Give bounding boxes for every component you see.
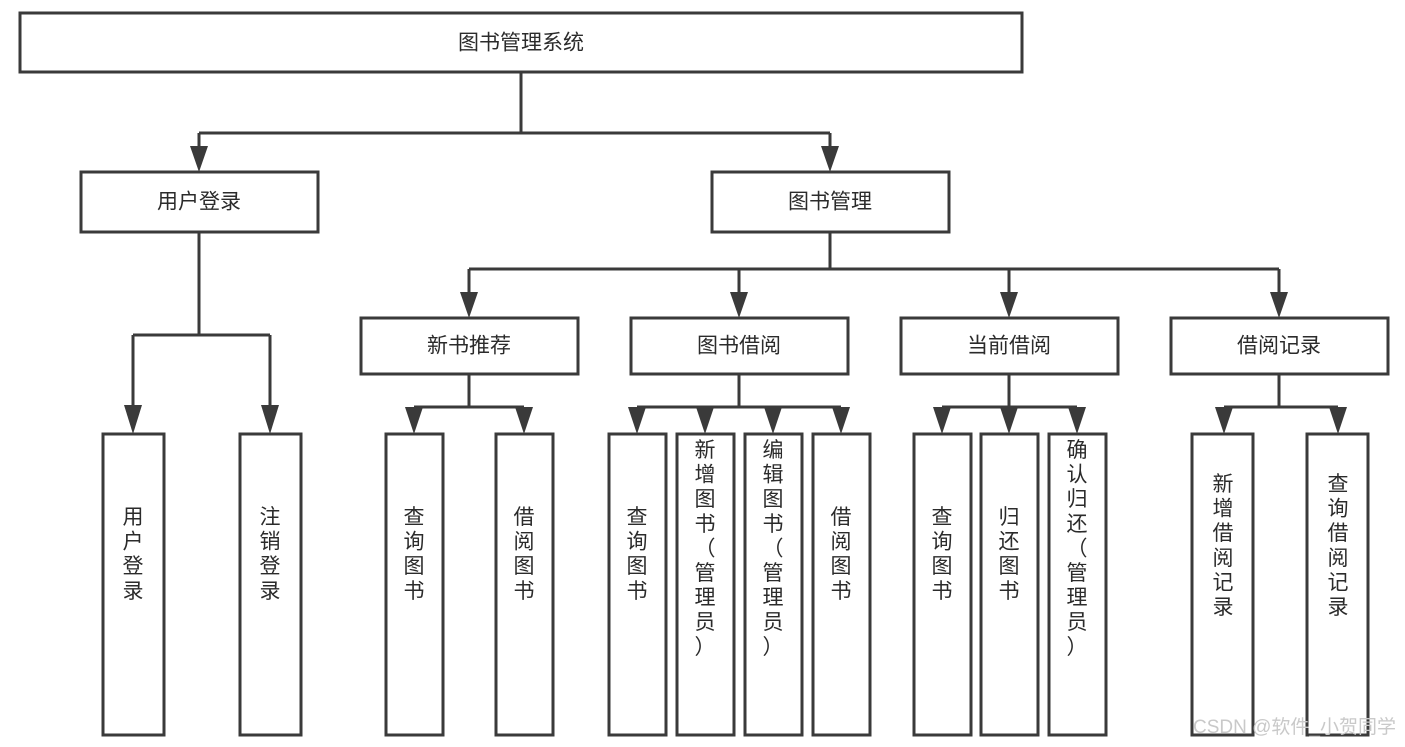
- node-leaf-query-book-1[interactable]: 查询图书: [384, 432, 445, 737]
- node-book-management-box[interactable]: [710, 170, 951, 234]
- node-leaf-user-login-box[interactable]: [101, 432, 166, 737]
- arrow-head-leaf-borrow-book-2: [832, 407, 850, 434]
- node-leaf-query-record-box[interactable]: [1305, 432, 1370, 737]
- arrow-head-new-book-recommend: [460, 292, 478, 318]
- node-new-book-recommend-box[interactable]: [359, 316, 580, 376]
- node-leaf-user-logout[interactable]: 注销登录: [238, 432, 303, 737]
- connector-group-user-login: [124, 232, 279, 434]
- node-leaf-query-book-2[interactable]: 查询图书: [607, 432, 668, 737]
- node-book-management-label: 图书管理: [788, 191, 872, 214]
- node-current-borrow[interactable]: 当前借阅: [899, 316, 1120, 376]
- csdn-watermark: CSDN @软件_小贺同学: [1193, 716, 1396, 738]
- node-leaf-query-book-2-label: 查询图书: [627, 506, 648, 603]
- arrow-head-current-borrow: [1000, 292, 1018, 318]
- arrow-head-leaf-add-record: [1215, 407, 1233, 434]
- node-leaf-edit-book-box[interactable]: [743, 432, 804, 737]
- node-current-borrow-label: 当前借阅: [967, 335, 1051, 358]
- node-book-borrow-label: 图书借阅: [697, 335, 781, 358]
- arrow-head-leaf-edit-book: [764, 407, 782, 434]
- arrow-head-leaf-query-book-2: [628, 407, 646, 434]
- node-leaf-borrow-book-2-box[interactable]: [811, 432, 872, 737]
- arrow-head-leaf-borrow-book-1: [515, 407, 533, 434]
- node-leaf-add-record[interactable]: 新增借阅记录: [1190, 432, 1255, 737]
- arrow-head-book-management: [821, 146, 839, 172]
- node-user-login-box[interactable]: [79, 170, 320, 234]
- node-leaf-query-book-3-box[interactable]: [912, 432, 973, 737]
- node-borrow-record-box[interactable]: [1169, 316, 1390, 376]
- node-leaf-add-book[interactable]: 新增图书（管理员）: [675, 432, 736, 737]
- connector-group-new-book-recommend: [405, 374, 533, 434]
- node-book-borrow-box[interactable]: [629, 316, 850, 376]
- connector-group-borrow-record: [1215, 374, 1347, 434]
- node-leaf-add-book-label: 新增图书（管理员）: [695, 439, 716, 659]
- node-leaf-edit-book-label: 编辑图书（管理员）: [763, 439, 784, 659]
- arrow-head-leaf-query-book-1: [405, 407, 423, 434]
- connector-group-root: [190, 72, 839, 172]
- node-leaf-query-book-3-label: 查询图书: [932, 506, 953, 603]
- node-leaf-confirm-return-box[interactable]: [1047, 432, 1108, 737]
- node-book-management[interactable]: 图书管理: [710, 170, 951, 234]
- node-leaf-return-book[interactable]: 归还图书: [979, 432, 1040, 737]
- arrow-head-leaf-return-book: [1000, 407, 1018, 434]
- arrow-head-user-login: [190, 146, 208, 172]
- node-root-label: 图书管理系统: [458, 32, 584, 55]
- node-leaf-query-book-2-box[interactable]: [607, 432, 668, 737]
- arrow-head-leaf-user-logout: [261, 405, 279, 434]
- arrow-head-borrow-record: [1270, 292, 1288, 318]
- node-leaf-borrow-book-1-box[interactable]: [494, 432, 555, 737]
- arrow-head-book-borrow: [730, 292, 748, 318]
- node-leaf-add-book-box[interactable]: [675, 432, 736, 737]
- node-leaf-user-logout-label: 注销登录: [260, 506, 281, 603]
- arrow-head-leaf-add-book: [696, 407, 714, 434]
- node-leaf-borrow-book-2[interactable]: 借阅图书: [811, 432, 872, 737]
- node-current-borrow-box[interactable]: [899, 316, 1120, 376]
- arrow-head-leaf-query-book-3: [933, 407, 951, 434]
- connector-group-book-management: [460, 232, 1288, 318]
- node-book-borrow[interactable]: 图书借阅: [629, 316, 850, 376]
- node-root-box[interactable]: [18, 11, 1024, 74]
- arrow-head-leaf-user-login: [124, 405, 142, 434]
- node-new-book-recommend-label: 新书推荐: [427, 335, 511, 358]
- node-user-login-label: 用户登录: [157, 191, 241, 214]
- node-leaf-query-book-1-box[interactable]: [384, 432, 445, 737]
- node-leaf-return-book-label: 归还图书: [999, 506, 1020, 603]
- node-leaf-return-book-box[interactable]: [979, 432, 1040, 737]
- node-leaf-user-login-label: 用户登录: [123, 506, 144, 603]
- node-leaf-query-book-1-label: 查询图书: [404, 506, 425, 603]
- node-leaf-query-book-3[interactable]: 查询图书: [912, 432, 973, 737]
- node-root[interactable]: 图书管理系统: [18, 11, 1024, 74]
- node-leaf-confirm-return[interactable]: 确认归还（管理员）: [1047, 432, 1108, 737]
- node-leaf-query-record[interactable]: 查询借阅记录: [1305, 432, 1370, 737]
- node-leaf-add-record-box[interactable]: [1190, 432, 1255, 737]
- connector-group-book-borrow: [628, 374, 850, 434]
- node-leaf-query-record-label: 查询借阅记录: [1328, 473, 1349, 619]
- node-leaf-borrow-book-1-label: 借阅图书: [514, 506, 535, 603]
- node-new-book-recommend[interactable]: 新书推荐: [359, 316, 580, 376]
- node-leaf-edit-book[interactable]: 编辑图书（管理员）: [743, 432, 804, 737]
- node-leaf-borrow-book-1[interactable]: 借阅图书: [494, 432, 555, 737]
- node-leaf-user-login[interactable]: 用户登录: [101, 432, 166, 737]
- connector-group-current-borrow: [933, 374, 1086, 434]
- node-leaf-borrow-book-2-label: 借阅图书: [831, 506, 852, 603]
- node-leaf-confirm-return-label: 确认归还（管理员）: [1067, 439, 1088, 659]
- arrow-head-leaf-confirm-return: [1068, 407, 1086, 434]
- node-borrow-record[interactable]: 借阅记录: [1169, 316, 1390, 376]
- node-borrow-record-label: 借阅记录: [1237, 335, 1321, 358]
- node-leaf-add-record-label: 新增借阅记录: [1213, 473, 1234, 619]
- node-user-login[interactable]: 用户登录: [79, 170, 320, 234]
- node-leaf-user-logout-box[interactable]: [238, 432, 303, 737]
- arrow-head-leaf-query-record: [1329, 407, 1347, 434]
